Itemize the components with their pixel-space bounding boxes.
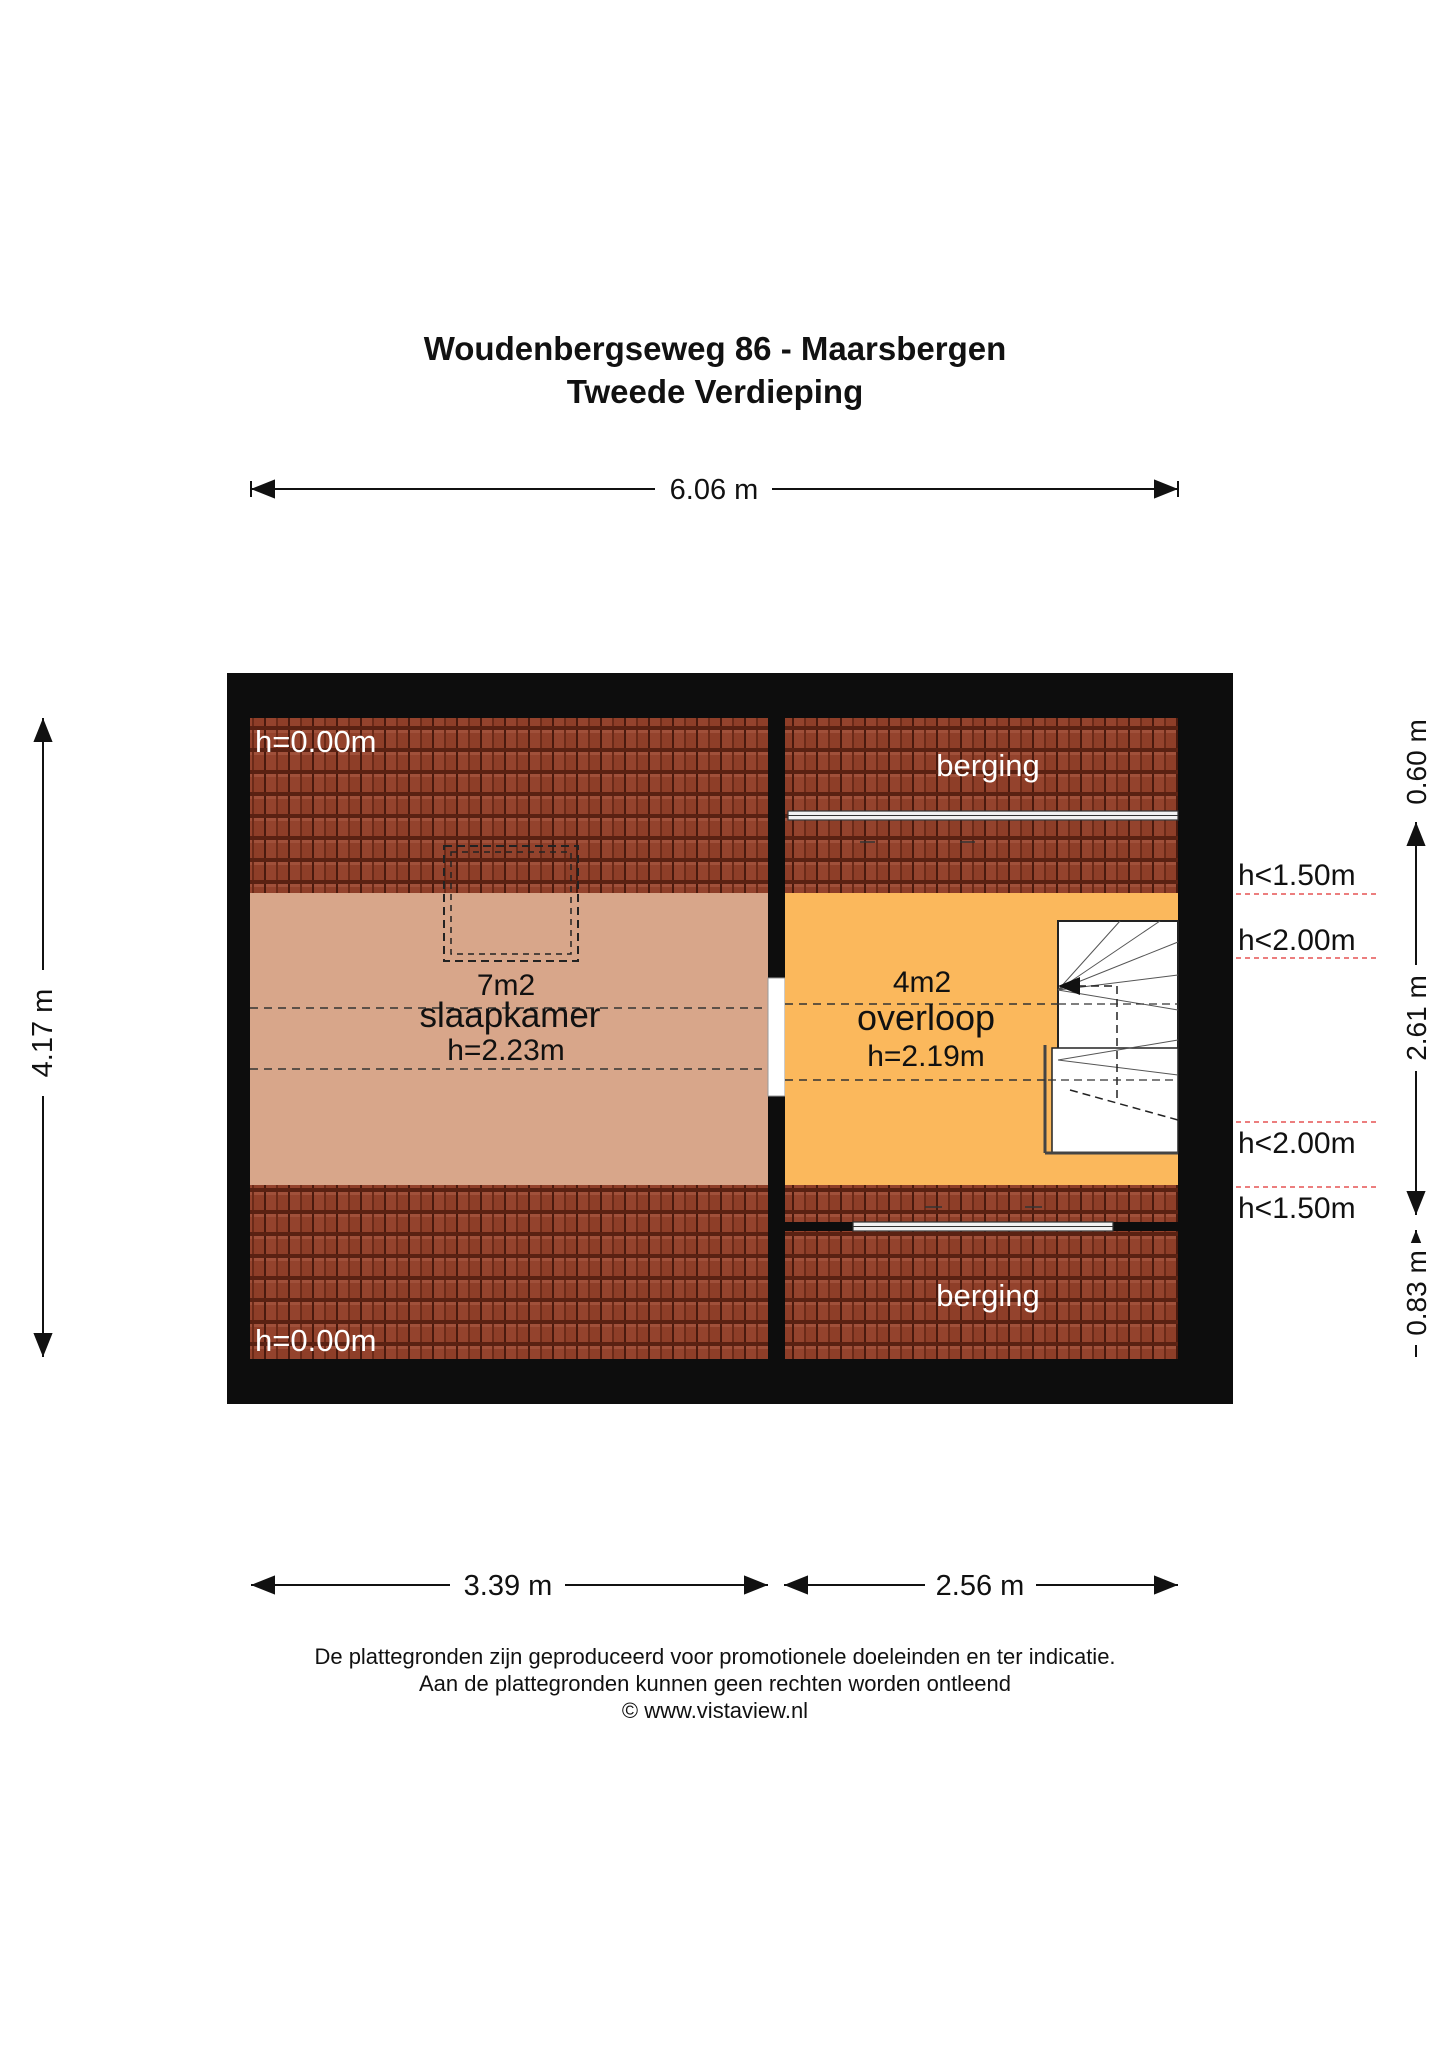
roof-tiles-left-top <box>250 718 768 893</box>
slaapkamer-name: slaapkamer <box>420 996 601 1035</box>
plan-title-floor: Tweede Verdieping <box>566 373 864 410</box>
height-marker-1: h<1.50m <box>1238 859 1356 892</box>
berging-bottom-label: berging <box>936 1278 1039 1313</box>
height-marker-4: h<1.50m <box>1238 1192 1356 1225</box>
dimension-left-height: 4.17 m <box>27 989 59 1078</box>
disclaimer-line-1: De plattegronden zijn geproduceerd voor … <box>314 1644 1116 1669</box>
dimension-right-bottom: 0.83 m <box>1401 1250 1432 1336</box>
copyright-line: © www.vistaview.nl <box>621 1698 809 1723</box>
roof-window-outline <box>443 845 579 962</box>
roof-tiles-berging-bottom <box>785 1231 1178 1359</box>
roof-tiles-berging-bottom-upper <box>785 1185 1178 1222</box>
dimension-right-middle-bg <box>1398 965 1434 1071</box>
slaapkamer-floor <box>250 893 768 1185</box>
berging-top-label: berging <box>936 748 1039 783</box>
disclaimer: De plattegronden zijn geproduceerd voor … <box>0 1643 1430 1724</box>
dimension-right-bottom-bg <box>1398 1243 1434 1345</box>
roof-tiles-berging-top <box>785 718 1178 893</box>
dimension-right-top-bg <box>1398 712 1434 812</box>
height-marker-2: h<2.00m <box>1238 924 1356 957</box>
overloop-area: 4m2 <box>893 966 951 999</box>
plan-title-address: Woudenbergseweg 86 - Maarsbergen <box>423 330 1007 367</box>
height-left-top: h=0.00m <box>255 724 377 759</box>
dimension-bottom-left: 3.39 m <box>464 1570 553 1602</box>
stair-railing <box>1043 1045 1178 1155</box>
door-opening <box>767 977 786 1097</box>
dimension-right-middle: 2.61 m <box>1401 975 1432 1061</box>
roof-window-inner <box>450 851 572 955</box>
roof-tiles-left-bottom <box>250 1185 768 1359</box>
overloop-name: overloop <box>857 997 995 1038</box>
dimension-top-width: 6.06 m <box>670 474 759 506</box>
staircase <box>1048 920 1179 1154</box>
overloop-height: h=2.19m <box>867 1040 985 1073</box>
dimension-bottom-right: 2.56 m <box>936 1570 1025 1602</box>
height-left-bottom: h=0.00m <box>255 1323 377 1358</box>
disclaimer-line-2: Aan de plattegronden kunnen geen rechten… <box>418 1671 1012 1696</box>
slaapkamer-area: 7m2 <box>477 969 535 1002</box>
dimension-right-top: 0.60 m <box>1401 719 1432 805</box>
height-marker-3: h<2.00m <box>1238 1127 1356 1160</box>
slaapkamer-height: h=2.23m <box>447 1034 565 1067</box>
